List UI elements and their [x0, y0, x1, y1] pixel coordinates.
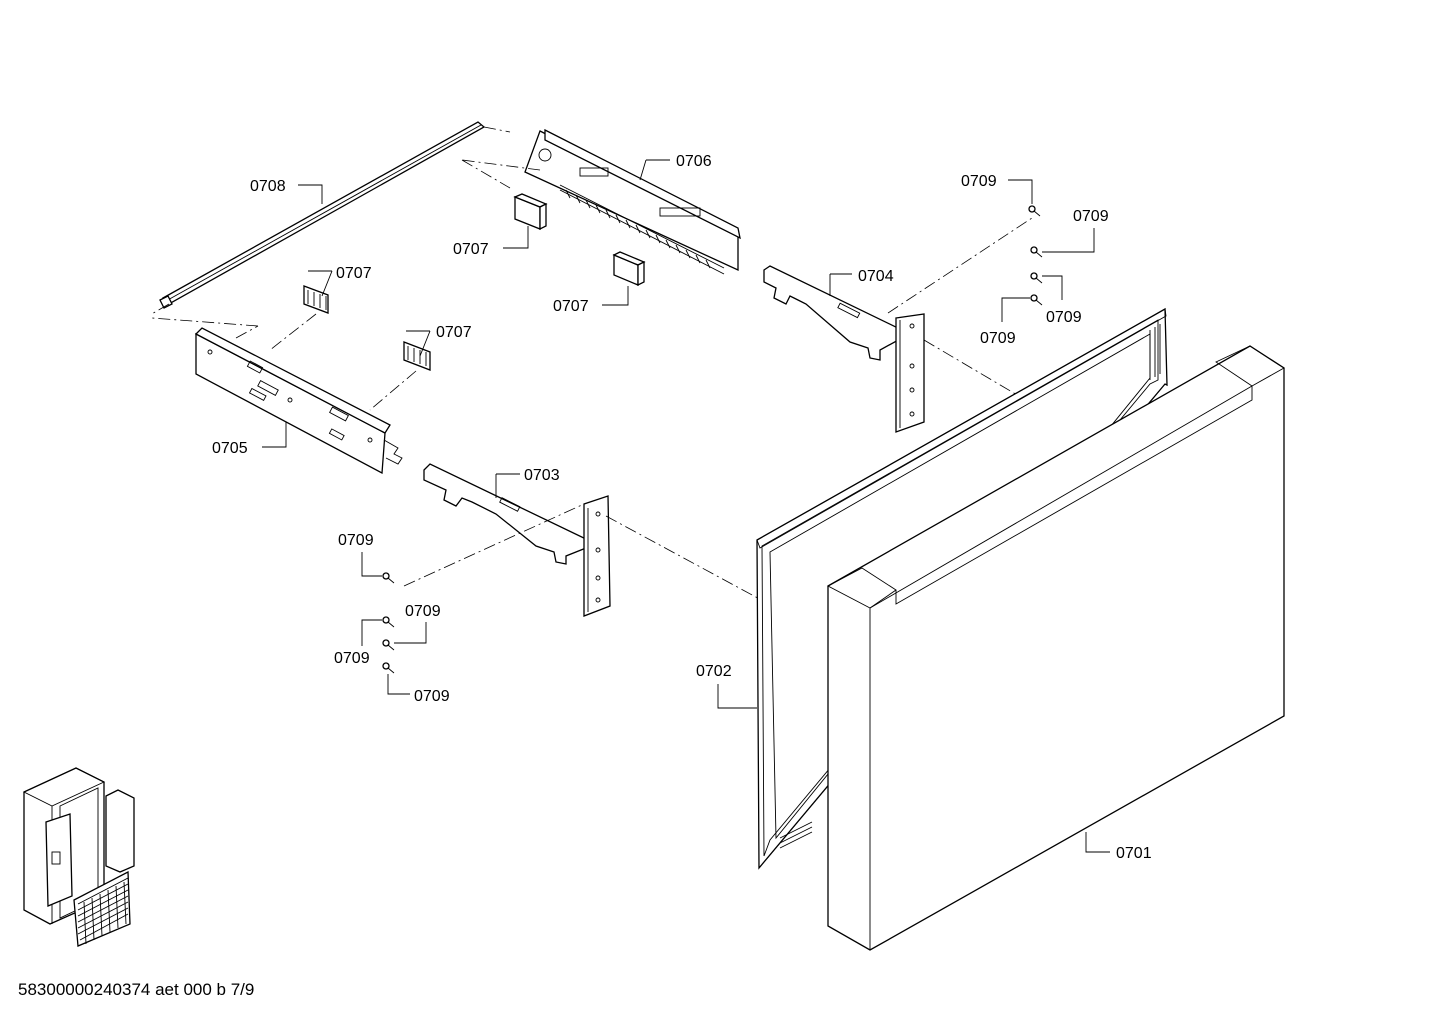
label-0709-f: 0709 — [405, 603, 441, 620]
screw-0709 — [382, 572, 395, 584]
label-0702: 0702 — [696, 663, 732, 680]
label-0701: 0701 — [1116, 845, 1152, 862]
screws-0709-right — [1028, 205, 1043, 306]
label-0704: 0704 — [858, 268, 894, 285]
label-0707-c: 0707 — [553, 298, 589, 315]
label-0705: 0705 — [212, 440, 248, 457]
appliance-overview-thumbnail — [22, 767, 135, 947]
label-0706: 0706 — [676, 153, 712, 170]
screw-0709 — [382, 639, 395, 651]
screw-0709 — [1030, 294, 1043, 306]
part-labels: 0708 0706 0707 0707 0707 0707 0705 0703 … — [212, 153, 1152, 862]
part-0704-right-bracket — [763, 265, 925, 433]
part-0705-side-bracket — [151, 317, 403, 475]
document-footer-id: 58300000240374 aet 000 b 7/9 — [18, 980, 255, 999]
assembly-line-0703-door — [605, 515, 829, 637]
part-0707-pad-lower — [612, 251, 646, 287]
assembly-line-0703 — [403, 503, 585, 587]
screw-0709 — [1028, 205, 1041, 217]
assembly-line-0704 — [887, 217, 1033, 314]
label-0709-h: 0709 — [414, 688, 450, 705]
part-0708-rail — [149, 121, 511, 316]
label-0703: 0703 — [524, 467, 560, 484]
label-0709-g: 0709 — [334, 650, 370, 667]
part-0707-pad-upper — [513, 193, 548, 231]
part-0707-clip-left — [303, 285, 329, 314]
part-0706-rear-bracket — [461, 128, 741, 275]
label-0707-a: 0707 — [453, 241, 489, 258]
label-0707-d: 0707 — [436, 324, 472, 341]
part-0707-clip-right — [403, 341, 431, 371]
label-0709-b: 0709 — [1073, 208, 1109, 225]
label-0709-a: 0709 — [961, 173, 997, 190]
label-0707-b: 0707 — [336, 265, 372, 282]
assembly-line-clip-left — [269, 313, 317, 351]
screw-0709 — [382, 662, 395, 674]
part-0703-left-bracket — [423, 463, 611, 617]
label-0708: 0708 — [250, 178, 286, 195]
part-0701-door-panel — [827, 345, 1285, 951]
label-0709-c: 0709 — [1046, 309, 1082, 326]
label-0709-d: 0709 — [980, 330, 1016, 347]
assembly-line-clip-right — [369, 370, 417, 411]
label-0709-e: 0709 — [338, 532, 374, 549]
leader-lines — [262, 159, 1110, 853]
screw-0709 — [382, 616, 395, 628]
screw-0709 — [1030, 246, 1043, 258]
screws-0709-left — [382, 572, 395, 674]
screw-0709 — [1030, 272, 1043, 284]
